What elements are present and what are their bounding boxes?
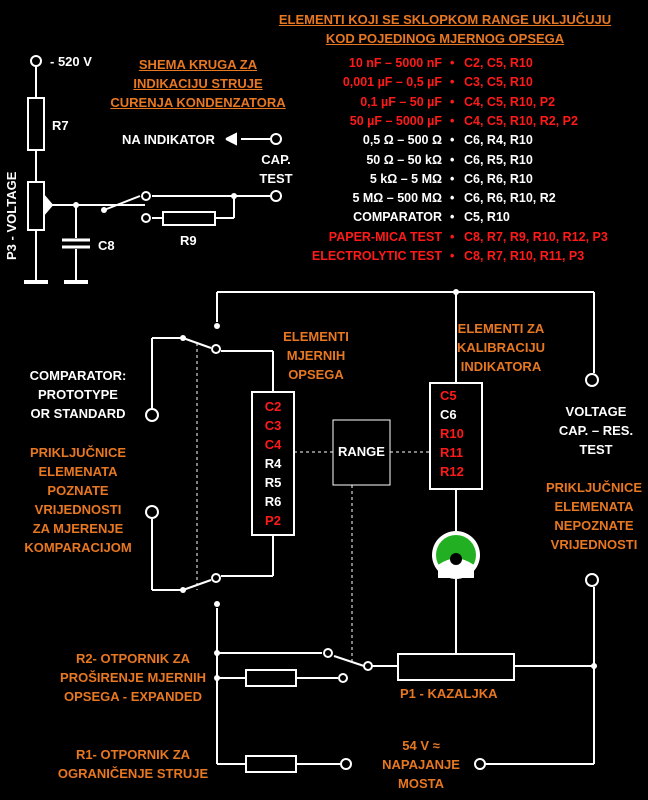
range-table-bullet: •	[450, 75, 455, 90]
p1-label: P1 - KAZALJKA	[400, 686, 498, 701]
r2-label: R2- OTPORNIK ZA PROŠIRENJE MJERNIH OPSEG…	[60, 651, 206, 704]
cap-test-label: CAP. TEST	[259, 152, 293, 186]
range-element-item: C2	[264, 399, 282, 414]
leakage-circuit-wiring	[24, 66, 270, 284]
calibration-element-item: R11	[440, 445, 464, 460]
r1-label: R1- OTPORNIK ZA OGRANIČENJE STRUJE	[57, 747, 209, 781]
calibration-element-item: C6	[440, 407, 457, 422]
range-table-range: 0,1 µF – 50 µF	[360, 94, 442, 109]
range-switch-label: RANGE	[338, 444, 385, 459]
table-title-line2: KOD POJEDINOG MJERNOG OPSEGA	[325, 31, 565, 46]
range-table-range: 50 µF – 5000 µF	[349, 113, 442, 128]
range-table-elements: C4, C5, R10, R2, P2	[464, 113, 578, 128]
range-table-bullet: •	[450, 229, 455, 244]
range-table-bullet: •	[450, 133, 455, 148]
range-element-item: C4	[264, 437, 282, 452]
c8-label: C8	[98, 238, 115, 253]
range-elements-title: ELEMENTI MJERNIH OPSEGA	[283, 329, 349, 382]
to-indicator-label: NA INDIKATOR	[122, 132, 215, 147]
calibration-title: ELEMENTI ZA KALIBRACIJU INDIKATORA	[456, 321, 546, 374]
cap-test-terminal	[270, 190, 282, 202]
table-title-line1: ELEMENTI KOJI SE SKLOPKOM RANGE UKLJUČUJ…	[278, 12, 612, 27]
range-table-elements: C6, R6, R10	[464, 171, 533, 186]
meter-indicator-icon	[432, 531, 480, 579]
comparator-label: COMPARATOR: PROTOTYPE OR STANDARD	[29, 368, 127, 421]
unknown-terminals-label: PRIKLJUČNICE ELEMENATA NEPOZNATE VRIJEDN…	[545, 480, 643, 552]
range-table-bullet: •	[450, 191, 455, 206]
range-table-elements: C8, R7, R10, R11, P3	[464, 249, 585, 263]
range-table-range: PAPER-MICA TEST	[328, 229, 442, 244]
supply-terminal	[30, 55, 42, 67]
range-table-bullet: •	[450, 210, 455, 225]
range-table-range: 5 kΩ – 5 MΩ	[369, 171, 442, 186]
range-element-item: R6	[264, 494, 282, 509]
resistor-r7	[27, 97, 45, 151]
range-table-range: 50 Ω – 50 kΩ	[366, 152, 442, 167]
r7-label: R7	[52, 118, 69, 133]
supply-terminal-bridge	[474, 758, 486, 770]
range-table-bullet: •	[450, 171, 455, 186]
potentiometer-p1	[397, 653, 515, 681]
range-table-elements: C6, R6, R10, R2	[464, 191, 556, 206]
resistor-r9	[162, 211, 216, 226]
range-table-bullet: •	[450, 56, 455, 70]
known-terminals-label: PRIKLJUČNICE ELEMENATA POZNATE VRIJEDNOS…	[24, 445, 132, 555]
range-table-bullet: •	[450, 94, 455, 109]
range-table-range: ELECTROLYTIC TEST	[311, 249, 442, 263]
range-element-item: C3	[264, 418, 282, 433]
bridge-circuit-wiring	[151, 291, 595, 773]
bridge-supply-label: 54 V ≈ NAPAJANJE MOSTA	[382, 738, 460, 791]
voltage-test-label: VOLTAGE CAP. – RES. TEST	[558, 404, 634, 457]
calibration-element-item: R10	[440, 426, 464, 441]
calibration-element-item: C5	[440, 388, 457, 403]
r9-label: R9	[180, 233, 197, 248]
range-table-elements: C3, C5, R10	[464, 75, 533, 90]
resistor-r2	[245, 669, 297, 687]
indicator-terminal	[270, 133, 282, 145]
range-switch-linkage	[196, 343, 430, 662]
range-element-item: R4	[264, 456, 282, 471]
voltage-test-terminal	[585, 373, 599, 387]
p3-label: P3 - VOLTAGE	[4, 171, 19, 260]
range-table-range: COMPARATOR	[353, 210, 442, 225]
leakage-circuit-title: SHEMA KRUGA ZA INDIKACIJU STRUJE CURENJA…	[110, 57, 286, 110]
range-element-item: P2	[265, 513, 281, 528]
range-element-item: R5	[264, 475, 282, 490]
range-table-bullet: •	[450, 152, 455, 167]
resistor-r1	[245, 755, 297, 773]
range-table-bullet: •	[450, 249, 455, 263]
range-table-elements: C6, R4, R10	[464, 133, 533, 148]
range-table-elements: C2, C5, R10	[464, 56, 533, 70]
range-table-elements: C6, R5, R10	[464, 152, 533, 167]
range-switch-box	[332, 419, 391, 486]
terminals	[30, 55, 599, 770]
range-table-bullet: •	[450, 113, 455, 128]
comparator-terminal-top	[145, 408, 159, 422]
calibration-element-item: R12	[440, 464, 464, 479]
range-table-elements: C5, R10	[464, 210, 510, 225]
range-table-range: 5 MΩ – 500 MΩ	[352, 191, 442, 206]
range-table-elements: C8, R7, R9, R10, R12, P3	[464, 229, 608, 244]
junction-dots	[73, 193, 597, 681]
range-table-elements: C4, C5, R10, P2	[464, 94, 556, 109]
potentiometer-p3	[27, 181, 45, 231]
supply-label: - 520 V	[50, 54, 92, 69]
comparator-terminal-bottom	[145, 505, 159, 519]
range-table-range: 0,5 Ω – 500 Ω	[362, 133, 442, 148]
range-table-range: 10 nF – 5000 nF	[348, 56, 442, 70]
range-table-range: 0,001 µF – 0,5 µF	[342, 75, 442, 90]
unknown-terminal	[585, 573, 599, 587]
